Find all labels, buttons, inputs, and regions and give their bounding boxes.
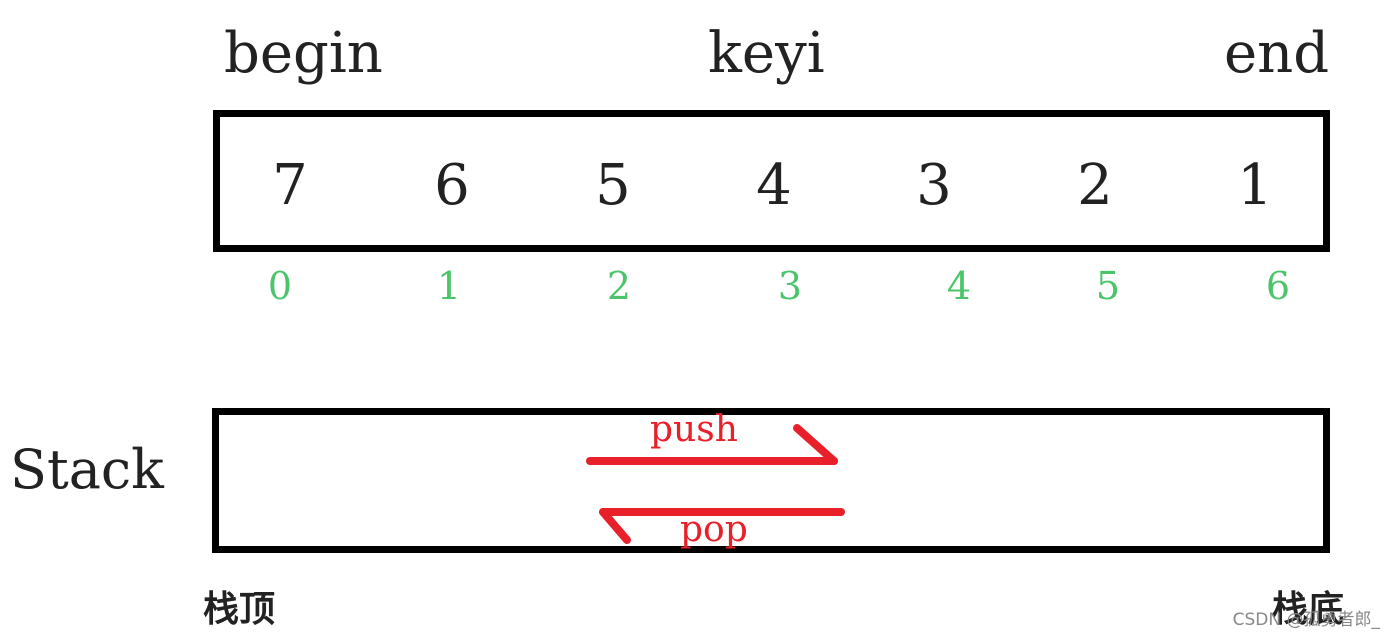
- begin-pointer-label: begin: [224, 21, 383, 86]
- watermark: CSDN @孤勇者郎_: [1232, 610, 1380, 630]
- stack-top-label: 栈顶: [203, 588, 276, 630]
- push-label: push: [650, 409, 738, 450]
- array-cell-4: 3: [916, 153, 952, 218]
- pop-label: pop: [680, 509, 748, 550]
- array-index-0: 0: [267, 264, 293, 308]
- stack-box: [212, 408, 1330, 553]
- array-index-3: 3: [777, 264, 803, 308]
- array-cell-5: 2: [1077, 153, 1113, 218]
- array-index-4: 4: [946, 264, 972, 308]
- stack-bottom-label: 栈底: [1272, 588, 1345, 630]
- array-cell-3: 4: [756, 153, 792, 218]
- keyi-pointer-label: keyi: [708, 21, 825, 86]
- array-cell-2: 5: [595, 153, 631, 218]
- stack-label: Stack: [10, 438, 164, 501]
- array-index-2: 2: [606, 264, 632, 308]
- array-box: [213, 110, 1330, 252]
- array-cell-1: 6: [434, 153, 470, 218]
- array-cell-0: 7: [272, 153, 308, 218]
- array-index-6: 6: [1265, 264, 1291, 308]
- array-cell-6: 1: [1237, 153, 1273, 218]
- array-index-5: 5: [1095, 264, 1121, 308]
- end-pointer-label: end: [1224, 21, 1330, 86]
- array-index-1: 1: [436, 264, 462, 308]
